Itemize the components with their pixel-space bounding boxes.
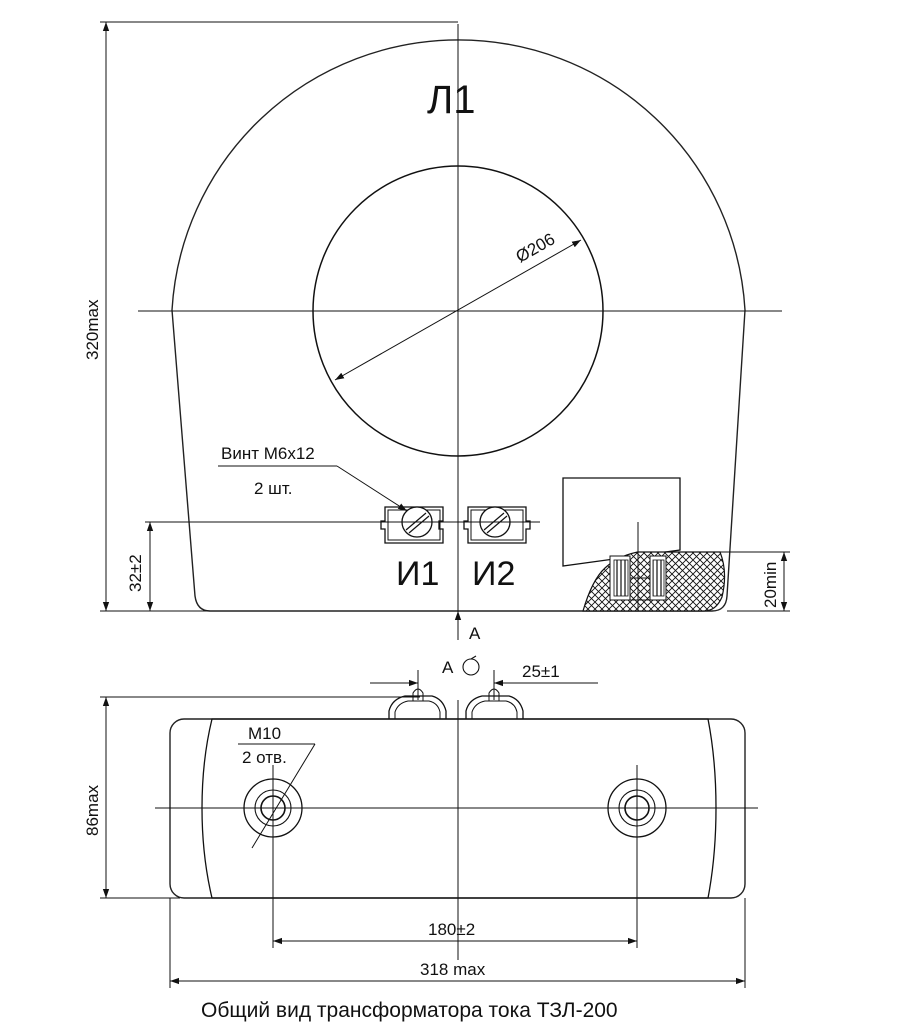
view-arrow-label: А xyxy=(469,624,481,643)
front-view: Л1 Ø206 320max 32±2 20min Винт М6х12 2 ш… xyxy=(83,21,790,643)
terminal-box xyxy=(562,477,681,567)
overall-width-label: 318 max xyxy=(420,960,486,979)
figure-caption: Общий вид трансформатора тока ТЗЛ-200 xyxy=(201,999,618,1022)
primary-terminal-label: Л1 xyxy=(427,78,476,122)
view-marker-symbol xyxy=(462,658,480,676)
hole-label-line1: М10 xyxy=(248,724,281,743)
terminal-height-dimension-label: 32±2 xyxy=(126,554,145,592)
hole-spacing-label: 180±2 xyxy=(428,920,475,939)
depth-dimension-label: 86max xyxy=(83,784,102,836)
screw-label-line1: Винт М6х12 xyxy=(221,444,315,463)
terminal-1-label: И1 xyxy=(396,555,439,593)
view-marker-label: А xyxy=(442,658,454,677)
bottom-view: А 25±1 86max М10 2 отв. 180±2 318 max xyxy=(83,655,758,988)
hole-label-line2: 2 отв. xyxy=(242,748,287,767)
height-dimension-label: 320max xyxy=(83,299,102,360)
diameter-dimension-line xyxy=(334,239,582,381)
section-detail xyxy=(582,551,726,612)
secure-terminal-dimension-label: 20min xyxy=(761,562,780,608)
screw-label-line2: 2 шт. xyxy=(254,479,292,498)
terminal-2-label: И2 xyxy=(472,555,515,593)
terminal-spacing-label: 25±1 xyxy=(522,662,560,681)
